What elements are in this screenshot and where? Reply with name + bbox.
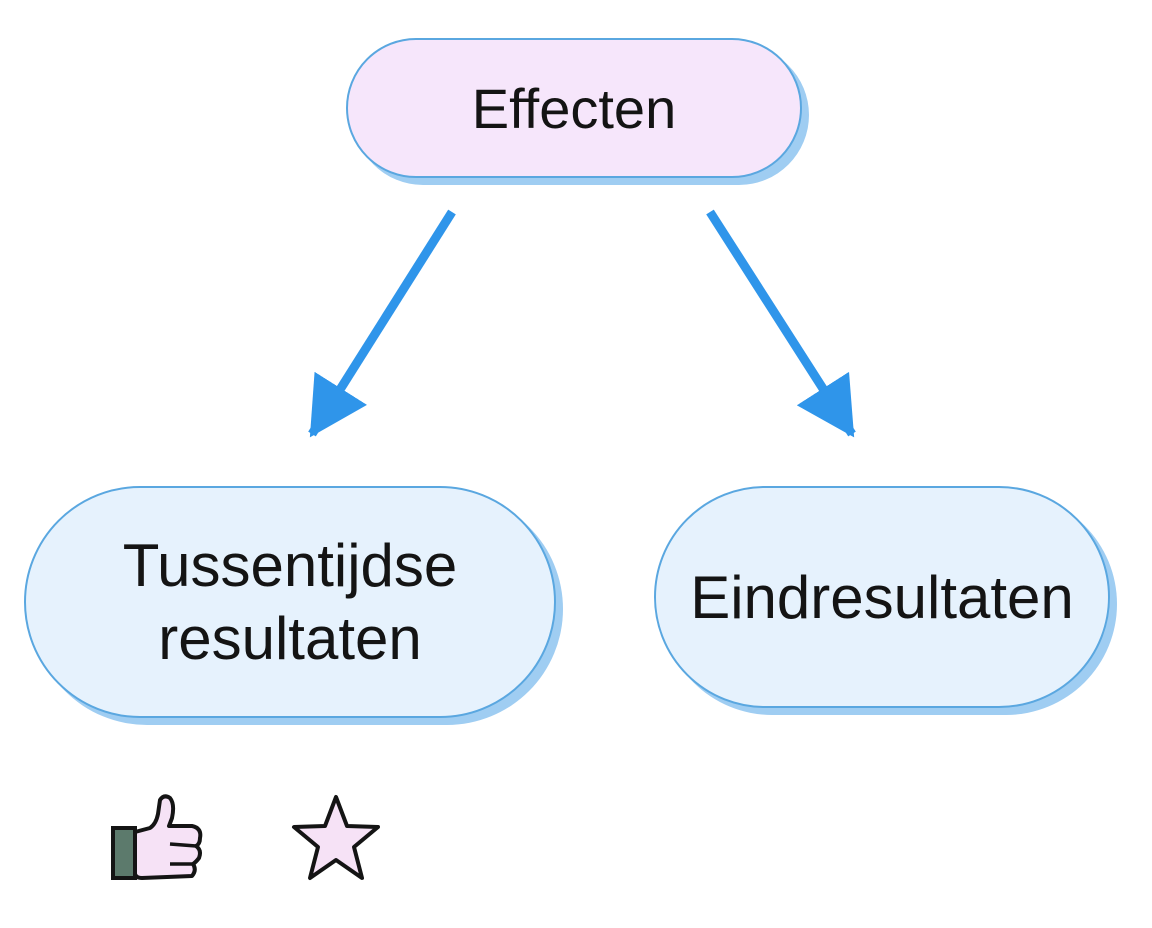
node-tussentijdse-line2: resultaten bbox=[158, 605, 422, 672]
edge-root-to-left bbox=[308, 209, 456, 438]
node-tussentijdse-resultaten-text: Tussentijdse resultaten bbox=[123, 529, 458, 675]
node-eindresultaten-label: Eindresultaten bbox=[690, 563, 1074, 631]
node-tussentijdse-resultaten[interactable]: Tussentijdse resultaten bbox=[24, 486, 556, 718]
node-eindresultaten[interactable]: Eindresultaten bbox=[654, 486, 1110, 708]
edge-root-to-right bbox=[706, 209, 856, 438]
star-icon[interactable] bbox=[288, 792, 384, 884]
thumbs-up-icon[interactable] bbox=[108, 792, 208, 884]
node-tussentijdse-line1: Tussentijdse bbox=[122, 531, 458, 599]
node-effecten-label: Effecten bbox=[471, 76, 677, 140]
node-effecten[interactable]: Effecten bbox=[346, 38, 802, 178]
